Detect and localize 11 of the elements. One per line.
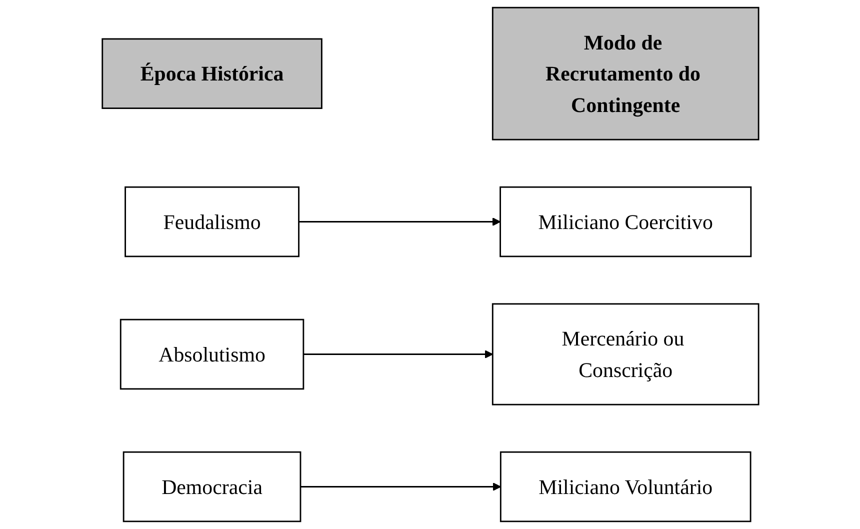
node-box: Miliciano Coercitivo bbox=[499, 186, 752, 258]
node-box: Época Histórica bbox=[101, 38, 322, 109]
node-box: Feudalismo bbox=[124, 186, 300, 258]
node-box: Miliciano Voluntário bbox=[499, 451, 751, 522]
arrow bbox=[302, 350, 493, 358]
arrow bbox=[298, 218, 500, 226]
node-box: Mercenário ou Conscrição bbox=[491, 303, 759, 406]
node-box: Modo de Recrutamento do Contingente bbox=[491, 6, 759, 140]
node-box: Absolutismo bbox=[119, 318, 304, 390]
node-box: Democracia bbox=[122, 451, 301, 522]
arrow bbox=[300, 482, 501, 491]
